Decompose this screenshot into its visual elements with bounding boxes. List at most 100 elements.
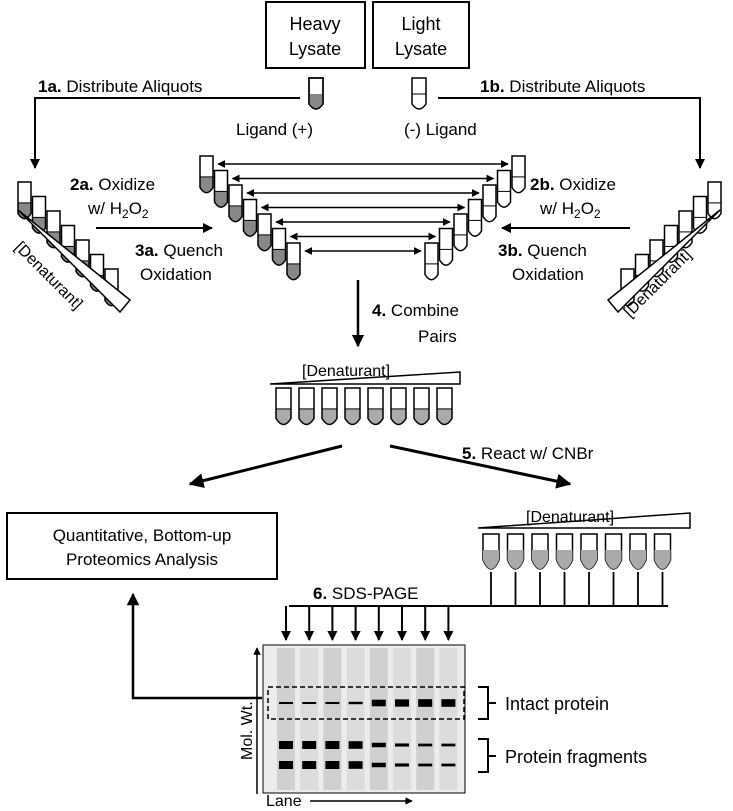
heavy-lysate-line1: Heavy [289, 14, 340, 34]
step-3a-line2: Oxidation [140, 265, 212, 284]
sds-page-arrows [281, 606, 454, 641]
center-light-tube [453, 213, 468, 252]
fragment-band [371, 742, 386, 748]
step-3b-label: 3b. Quench [498, 241, 587, 260]
gel-lane [323, 648, 342, 790]
intact-band [348, 701, 363, 705]
cnbr-tube [604, 533, 623, 606]
fragment-band [279, 741, 293, 749]
intact-band [441, 699, 456, 707]
center-heavy-tube [242, 198, 258, 237]
fragment-band [348, 761, 363, 769]
arrow-to-analysis [188, 444, 343, 489]
combined-tube [298, 387, 315, 426]
combined-tube [321, 387, 338, 426]
analysis-line2: Proteomics Analysis [66, 550, 218, 569]
intact-band [279, 701, 293, 705]
cnbr-tube [506, 533, 525, 606]
arrow-1b [438, 97, 705, 169]
cnbr-tube-row [289, 533, 672, 607]
fragment-band [348, 741, 363, 749]
center-light-tube [511, 155, 526, 194]
step-3a-label: 3a. Quench [135, 241, 223, 260]
light-lysate-line1: Light [401, 14, 440, 34]
combined-tube [413, 387, 430, 426]
step-5-label: 5. React w/ CNBr [462, 444, 594, 463]
center-light-tube [482, 184, 497, 223]
right-denaturant-wedge [606, 209, 721, 314]
fragment-band [395, 743, 409, 747]
intact-band [302, 701, 317, 705]
center-heavy-tube [213, 169, 229, 208]
center-light-tube [496, 169, 512, 208]
light-lysate-box [372, 1, 470, 69]
step-4-label: 4. Combine [372, 301, 459, 320]
gel-lane [277, 648, 295, 790]
analysis-line1: Quantitative, Bottom-up [53, 526, 232, 545]
fragment-band [418, 763, 433, 767]
fragment-band [325, 741, 340, 749]
analysis-box [6, 512, 278, 580]
cnbr-tube [580, 533, 598, 606]
fragment-band [325, 761, 340, 769]
center-heavy-tube [228, 184, 243, 223]
center-light-tube [438, 227, 454, 266]
combined-tube-row [275, 387, 453, 426]
center-heavy-tubes [199, 155, 301, 281]
step-2a-label: 2a. Oxidize [70, 175, 155, 194]
left-tube [17, 181, 32, 220]
cnbr-tube [653, 533, 672, 606]
ligand-minus-label: (-) Ligand [404, 120, 477, 139]
intact-bracket [478, 686, 496, 720]
fragment-band [441, 743, 456, 747]
center-light-tube [467, 198, 483, 237]
right-tube [707, 181, 722, 220]
step-6-label: 6. SDS-PAGE [313, 584, 419, 603]
gel-bands [279, 699, 456, 769]
lane-label: Lane [266, 793, 302, 810]
arrow-5 [389, 444, 572, 489]
step-1a-label: 1a. Distribute Aliquots [38, 77, 202, 96]
fragment-band [395, 763, 409, 767]
fragments-bracket [478, 738, 496, 773]
center-heavy-tube [199, 155, 214, 194]
combined-denaturant-label: [Denaturant] [302, 363, 390, 380]
combined-tube [436, 387, 453, 426]
light-lysate-line2: Lysate [395, 39, 447, 59]
center-light-tube [424, 242, 439, 281]
mol-wt-label: Mol. Wt. [239, 701, 256, 760]
fragment-band [418, 743, 433, 747]
protein-fragments-label: Protein fragments [505, 747, 647, 767]
intact-band [418, 699, 433, 707]
intact-region-box [267, 686, 465, 720]
step-4-line2: Pairs [418, 327, 457, 346]
fragment-band [279, 761, 293, 769]
arrow-to-proteomics [126, 592, 262, 700]
cnbr-denaturant-label: [Denaturant] [526, 509, 614, 526]
center-heavy-tube [271, 227, 287, 266]
combined-tube [275, 387, 292, 426]
step-2a-reagent: w/ H2O2 [87, 199, 149, 221]
light-tube [411, 77, 427, 110]
intact-band [371, 699, 386, 707]
intact-band [395, 699, 409, 707]
pairing-arrows [217, 160, 509, 255]
left-tube [31, 195, 47, 234]
gel-lane [300, 648, 319, 790]
center-light-tubes [424, 155, 526, 281]
step-3b-line2: Oxidation [512, 265, 584, 284]
heavy-tube [308, 77, 324, 110]
cnbr-tube [531, 533, 549, 606]
step-2b-reagent: w/ H2O2 [539, 199, 601, 221]
cnbr-tube [482, 533, 500, 606]
cnbr-tube [555, 533, 574, 606]
fragment-band [441, 763, 456, 767]
cnbr-denaturant-wedge [477, 512, 691, 529]
center-heavy-tube [286, 242, 301, 281]
heavy-lysate-line2: Lysate [289, 39, 341, 59]
fragment-band [302, 741, 317, 749]
combined-tube [344, 387, 361, 426]
heavy-lysate-box [265, 1, 366, 69]
ligand-plus-label: Ligand (+) [236, 120, 313, 139]
